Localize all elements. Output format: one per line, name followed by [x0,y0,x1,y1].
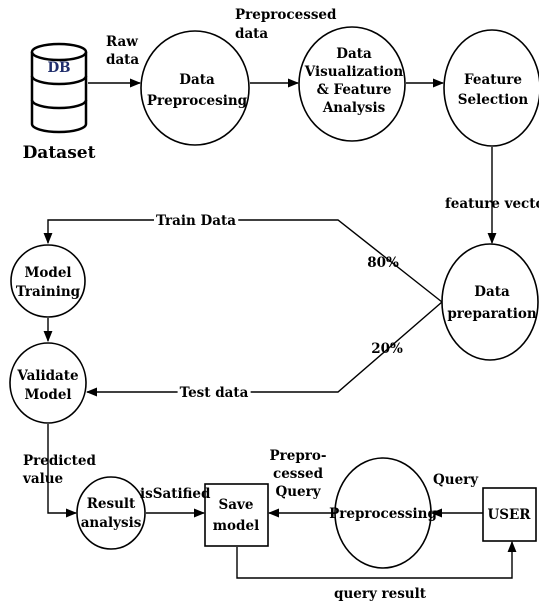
dataset-caption: Dataset [23,143,96,163]
test-data-label: Test data [180,385,249,401]
test-pct-label: 20% [371,341,403,357]
model-training-node [10,244,86,318]
query-result-arrow [236,540,517,579]
data-preprocessing-node [140,30,250,146]
data-preparation-node [441,243,539,361]
result-analysis-node [76,476,146,550]
train-data-label: Train Data [156,213,236,229]
validate-model-node [9,342,87,424]
train-pct-label: 80% [367,255,399,271]
predicted-value-arrow [47,424,78,518]
train-data-label-bg [153,213,239,229]
edges [43,78,517,579]
query-label: Query [433,472,479,488]
query-result-label: query result [334,586,427,602]
database-label: DB [47,60,70,76]
feature-vector-label: feature vector [445,196,539,212]
user-node [482,487,537,542]
test-data-arrow [85,301,443,397]
feature-selection-node [443,29,539,147]
user-label: USER [487,507,531,523]
save-model-node [204,483,269,547]
preprocessing-label: Preprocessing [329,506,437,522]
is-satisfied-label: isSatified [140,486,211,502]
database-icon: DB [30,42,88,134]
test-data-label-bg [177,385,251,401]
